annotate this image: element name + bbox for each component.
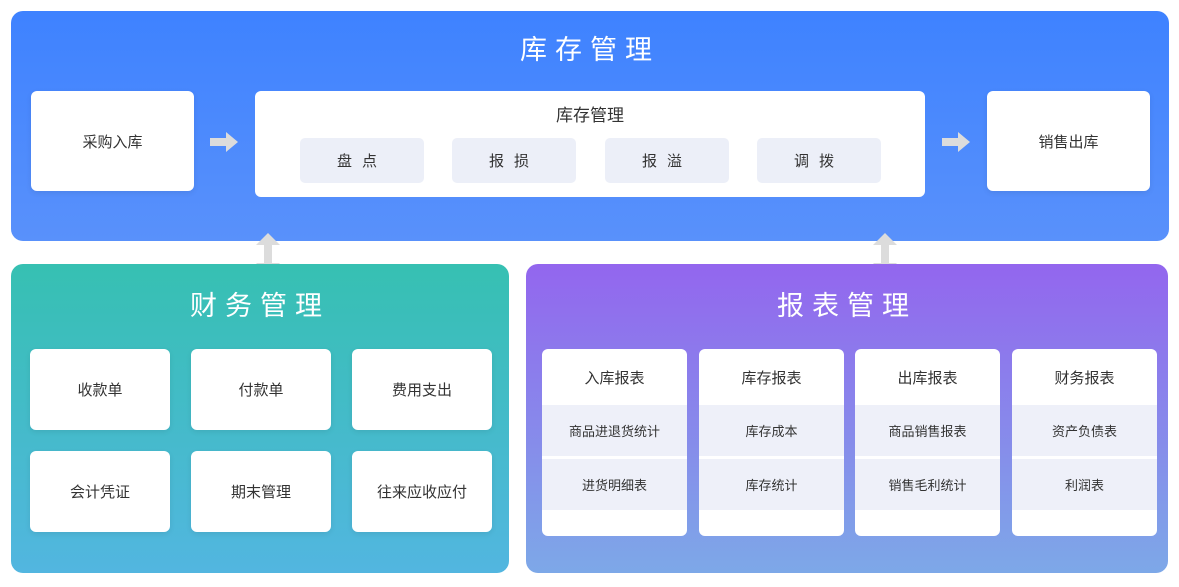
inventory-center-title: 库存管理 [556, 106, 624, 126]
purchase-in-box[interactable]: 采购入库 [31, 91, 194, 191]
right-arrow-icon [942, 132, 970, 152]
outbound-report-card: 出库报表 商品销售报表 销售毛利统计 [855, 349, 1000, 536]
period-end-item[interactable]: 期末管理 [191, 451, 331, 532]
receipt-item[interactable]: 收款单 [30, 349, 170, 430]
inbound-report-card: 入库报表 商品进退货统计 进货明细表 [542, 349, 687, 536]
report-row[interactable]: 进货明细表 [542, 459, 687, 510]
reports-panel: 报表管理 入库报表 商品进退货统计 进货明细表 库存报表 库存成本 库存统计 出… [526, 264, 1168, 573]
receivable-payable-item[interactable]: 往来应收应付 [352, 451, 492, 532]
report-row[interactable]: 库存统计 [699, 459, 844, 510]
inventory-panel: 库存管理 采购入库 库存管理 盘点 报损 报溢 调拨 销售出库 [11, 11, 1169, 241]
report-row[interactable]: 库存成本 [699, 405, 844, 456]
report-row[interactable]: 商品销售报表 [855, 405, 1000, 456]
reports-title: 报表管理 [777, 291, 917, 322]
finance-panel: 财务管理 收款单 付款单 费用支出 会计凭证 期末管理 往来应收应付 [11, 264, 509, 573]
inventory-title: 库存管理 [520, 35, 660, 66]
right-arrow-icon [210, 132, 238, 152]
stock-report-card: 库存报表 库存成本 库存统计 [699, 349, 844, 536]
finance-title: 财务管理 [190, 291, 330, 322]
overflow-report-item[interactable]: 报溢 [605, 138, 729, 183]
transfer-item[interactable]: 调拨 [757, 138, 881, 183]
report-card-title: 入库报表 [584, 368, 645, 387]
report-card-title: 财务报表 [1054, 368, 1115, 387]
finance-report-card: 财务报表 资产负债表 利润表 [1012, 349, 1157, 536]
report-row[interactable]: 利润表 [1012, 459, 1157, 510]
report-card-title: 库存报表 [741, 368, 802, 387]
loss-report-item[interactable]: 报损 [452, 138, 576, 183]
report-card-title: 出库报表 [897, 368, 958, 387]
sales-out-box[interactable]: 销售出库 [987, 91, 1150, 191]
payment-item[interactable]: 付款单 [191, 349, 331, 430]
inventory-center-box: 库存管理 盘点 报损 报溢 调拨 [255, 91, 925, 197]
report-row[interactable]: 资产负债表 [1012, 405, 1157, 456]
report-row[interactable]: 商品进退货统计 [542, 405, 687, 456]
expense-item[interactable]: 费用支出 [352, 349, 492, 430]
voucher-item[interactable]: 会计凭证 [30, 451, 170, 532]
report-row[interactable]: 销售毛利统计 [855, 459, 1000, 510]
stocktake-item[interactable]: 盘点 [300, 138, 424, 183]
